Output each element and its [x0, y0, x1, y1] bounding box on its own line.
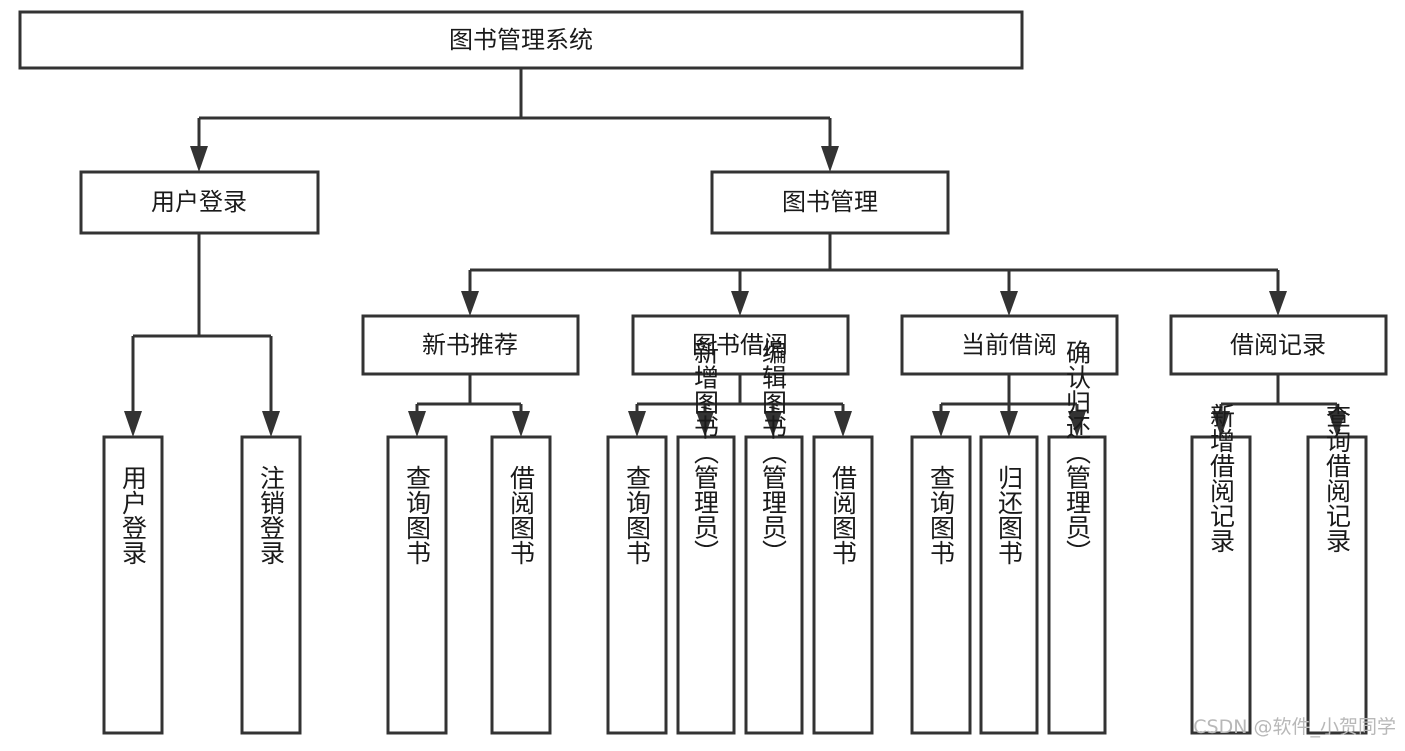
node-new-book-recommend-label: 新书推荐: [422, 331, 518, 359]
connector-borrowrecord-to-leaves: [1212, 374, 1346, 437]
node-leaf-query-record-label: 查询借阅记录: [1323, 403, 1352, 553]
node-leaf-confirm-return[interactable]: 确认归还（管理员）: [1047, 340, 1107, 735]
connector-bookborrow-to-leaves: [628, 374, 852, 437]
node-current-borrow[interactable]: 当前借阅: [900, 314, 1119, 376]
node-leaf-edit-book[interactable]: 编辑图书（管理员）: [744, 340, 804, 735]
node-leaf-query-book-3[interactable]: 查询图书: [910, 435, 972, 735]
node-leaf-user-login[interactable]: 用户登录: [102, 435, 164, 735]
node-leaf-user-logout[interactable]: 注销登录: [240, 435, 302, 735]
node-leaf-borrow-book-2[interactable]: 借阅图书: [812, 435, 874, 735]
csdn-watermark: CSDN @软件_小贺同学: [1193, 716, 1396, 738]
node-current-borrow-label: 当前借阅: [961, 331, 1057, 359]
node-leaf-borrow-book-1-label: 借阅图书: [507, 465, 536, 565]
connector-bookmgmt-to-level3: [461, 233, 1287, 316]
node-leaf-borrow-book-2-label: 借阅图书: [829, 465, 858, 565]
connector-userlogin-to-leaves: [124, 233, 280, 437]
node-leaf-return-book[interactable]: 归还图书: [979, 435, 1039, 735]
node-root-label: 图书管理系统: [449, 26, 593, 54]
node-leaf-user-login-label: 用户登录: [119, 465, 148, 565]
connector-root-to-level2: [190, 68, 839, 172]
node-book-management[interactable]: 图书管理: [710, 170, 950, 235]
node-leaf-add-record-label: 新增借阅记录: [1207, 403, 1236, 553]
node-leaf-query-book-1-label: 查询图书: [403, 465, 432, 565]
node-leaf-return-book-label: 归还图书: [995, 465, 1024, 565]
node-root[interactable]: 图书管理系统: [18, 10, 1024, 70]
node-leaf-query-book-2[interactable]: 查询图书: [606, 435, 668, 735]
node-borrow-records[interactable]: 借阅记录: [1169, 314, 1388, 376]
node-leaf-query-record[interactable]: 查询借阅记录: [1306, 403, 1368, 735]
node-leaf-borrow-book-1[interactable]: 借阅图书: [490, 435, 552, 735]
node-leaf-edit-book-label: 编辑图书（管理员）: [759, 340, 788, 565]
node-book-borrow[interactable]: 图书借阅: [631, 314, 850, 376]
node-user-login-label: 用户登录: [151, 188, 247, 216]
node-new-book-recommend[interactable]: 新书推荐: [361, 314, 580, 376]
node-leaf-add-record[interactable]: 新增借阅记录: [1190, 403, 1252, 735]
node-leaf-query-book-1[interactable]: 查询图书: [386, 435, 448, 735]
node-user-login[interactable]: 用户登录: [79, 170, 320, 235]
node-leaf-user-logout-label: 注销登录: [257, 465, 286, 565]
node-book-management-label: 图书管理: [782, 188, 878, 216]
node-leaf-query-book-2-label: 查询图书: [623, 465, 652, 565]
node-leaf-add-book[interactable]: 新增图书（管理员）: [676, 340, 736, 735]
node-leaf-add-book-label: 新增图书（管理员）: [691, 340, 720, 565]
node-book-borrow-label: 图书借阅: [692, 331, 788, 359]
node-leaf-query-book-3-label: 查询图书: [927, 465, 956, 565]
node-leaf-confirm-return-label: 确认归还（管理员）: [1063, 340, 1092, 565]
node-borrow-records-label: 借阅记录: [1230, 331, 1326, 359]
connector-currentborrow-to-leaves: [932, 374, 1086, 437]
connector-newbook-to-leaves: [408, 374, 530, 437]
